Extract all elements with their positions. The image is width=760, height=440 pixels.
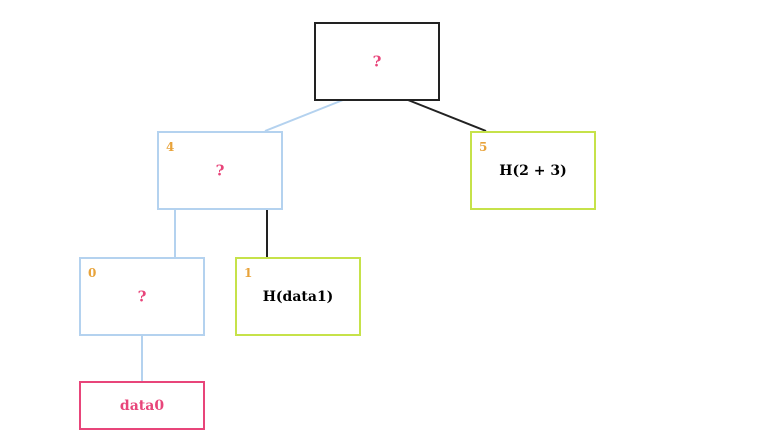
node-4: 4 ? (157, 131, 283, 210)
node-1-index: 1 (244, 266, 253, 280)
node-0-label: ? (137, 287, 147, 305)
node-5: 5 H(2 + 3) (470, 131, 596, 210)
leaf-data0-label: data0 (119, 397, 165, 414)
node-5-label: H(2 + 3) (499, 162, 567, 179)
node-0-index: 0 (88, 266, 97, 280)
node-4-index: 4 (166, 140, 175, 154)
leaf-data0: data0 (79, 381, 205, 430)
edge-root-to-node-4 (264, 99, 344, 132)
node-1-label: H(data1) (262, 288, 334, 305)
root-node: ? (314, 22, 440, 101)
edge-root-to-node-5 (407, 99, 487, 132)
node-1: 1 H(data1) (235, 257, 361, 336)
node-4-label: ? (215, 161, 225, 179)
root-node-label: ? (372, 52, 382, 70)
node-0: 0 ? (79, 257, 205, 336)
node-5-index: 5 (479, 140, 488, 154)
